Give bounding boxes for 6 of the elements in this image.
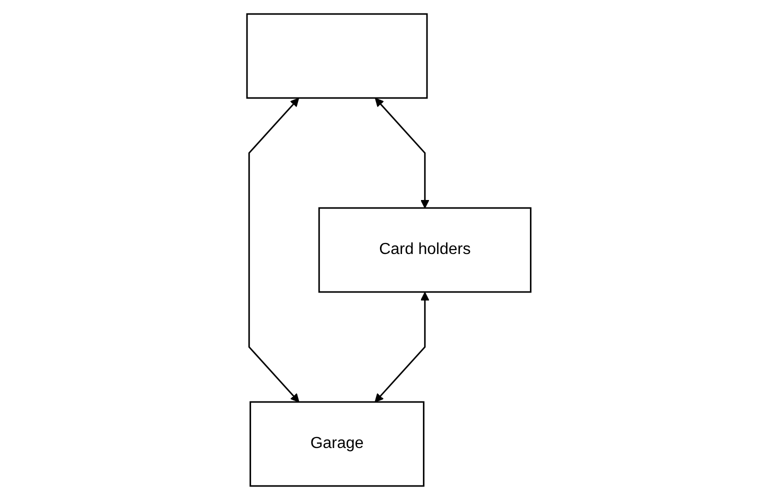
arrow xyxy=(248,97,300,402)
node-box: Garage xyxy=(250,400,425,486)
node-box: Card holders xyxy=(318,206,532,292)
arrow xyxy=(374,292,430,402)
arrow xyxy=(375,97,430,208)
node-box xyxy=(246,12,428,98)
